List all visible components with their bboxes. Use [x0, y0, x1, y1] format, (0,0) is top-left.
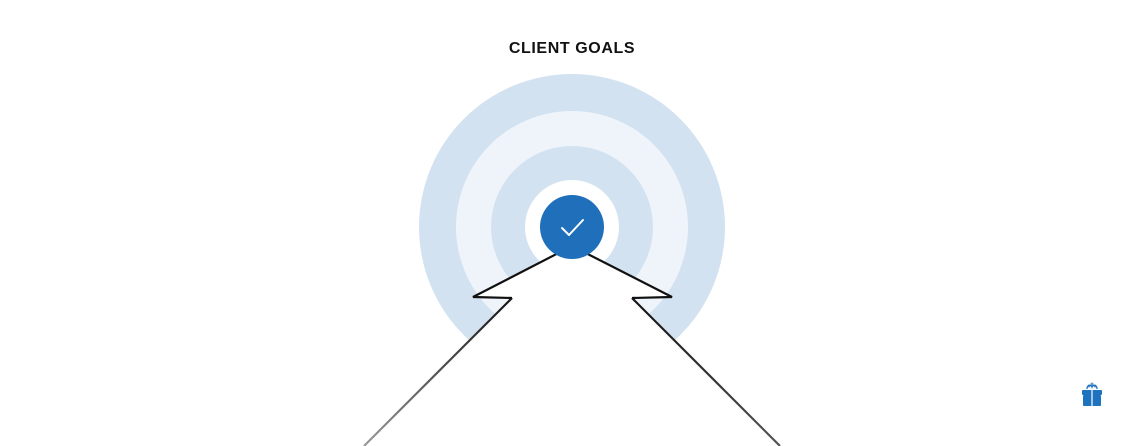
bullseye: [540, 195, 604, 259]
gift-box-icon[interactable]: [1078, 381, 1106, 409]
arrow-right-edge: [631, 297, 781, 446]
arrow-body: [364, 246, 780, 446]
diagram-title: CLIENT GOALS: [508, 40, 636, 57]
arrow-left-edge: [363, 297, 513, 446]
checkmark-icon: [561, 219, 584, 236]
